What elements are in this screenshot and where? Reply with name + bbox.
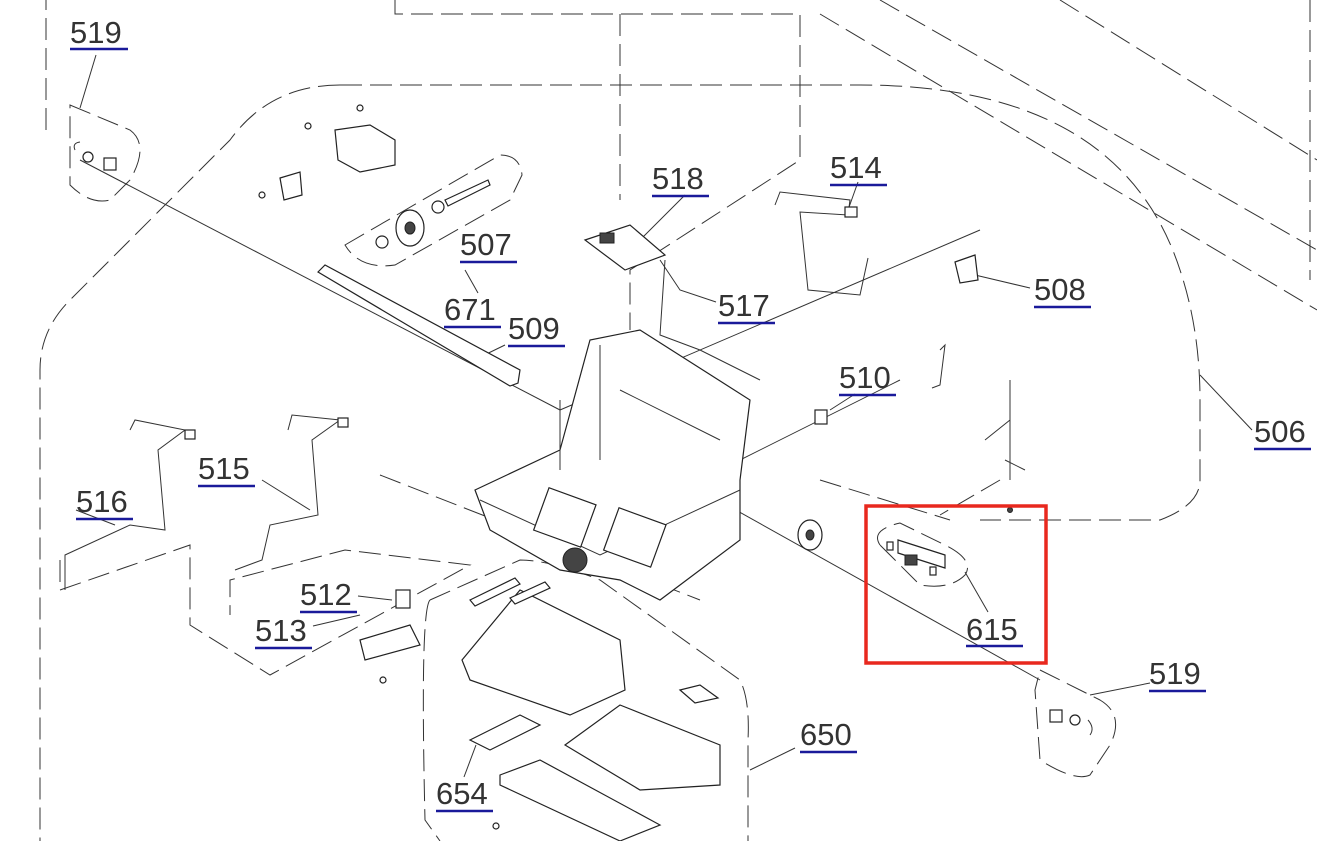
outline-506 bbox=[340, 84, 1201, 521]
outline-615 bbox=[877, 522, 968, 587]
svg-text:513[interactable]: 513 bbox=[255, 613, 307, 648]
svg-text:519[interactable]: 519 bbox=[1149, 656, 1201, 691]
svg-text:514[interactable]: 514 bbox=[830, 150, 882, 185]
outline-519-bottom bbox=[1034, 669, 1117, 778]
svg-text:508[interactable]: 508 bbox=[1034, 272, 1086, 307]
callout-517[interactable]: 517 bbox=[718, 288, 775, 325]
callout-508[interactable]: 508 bbox=[1034, 272, 1091, 309]
callout-512[interactable]: 512 bbox=[300, 577, 357, 614]
svg-text:519[interactable]: 519 bbox=[70, 15, 122, 50]
callout-519-bottom[interactable]: 519 bbox=[1149, 656, 1206, 693]
svg-text:512[interactable]: 512 bbox=[300, 577, 352, 612]
svg-text:506[interactable]: 506 bbox=[1254, 414, 1306, 449]
callout-671[interactable]: 671 bbox=[444, 292, 501, 329]
outline-519-top bbox=[69, 104, 141, 202]
svg-text:671[interactable]: 671 bbox=[444, 292, 496, 327]
callout-507[interactable]: 507 bbox=[460, 227, 517, 264]
svg-text:507[interactable]: 507 bbox=[460, 227, 512, 262]
outline-650 bbox=[429, 559, 749, 841]
callout-510[interactable]: 510 bbox=[839, 360, 896, 397]
bracket-part bbox=[334, 124, 396, 173]
svg-text:510[interactable]: 510 bbox=[839, 360, 891, 395]
parts bbox=[64, 104, 1093, 841]
callout-515[interactable]: 515 bbox=[198, 451, 255, 488]
callout-654[interactable]: 654 bbox=[436, 776, 493, 813]
svg-text:515[interactable]: 515 bbox=[198, 451, 250, 486]
callout-519-top[interactable]: 519 bbox=[70, 15, 128, 51]
tray-part bbox=[461, 589, 626, 716]
svg-text:615[interactable]: 615 bbox=[966, 612, 1018, 647]
svg-text:517[interactable]: 517 bbox=[718, 288, 770, 323]
callout-518[interactable]: 518 bbox=[652, 161, 709, 198]
callout-513[interactable]: 513 bbox=[255, 613, 312, 650]
svg-text:654[interactable]: 654 bbox=[436, 776, 488, 811]
callout-514[interactable]: 514 bbox=[830, 150, 887, 187]
callout-labels: 519 507 518 514 508 517 671 509 510 506 … bbox=[70, 15, 1311, 813]
svg-text:650[interactable]: 650 bbox=[800, 717, 852, 752]
callout-650[interactable]: 650 bbox=[800, 717, 857, 754]
callout-615[interactable]: 615 bbox=[966, 612, 1023, 648]
highlight-box-615 bbox=[864, 504, 1048, 665]
rail-part bbox=[317, 264, 521, 387]
svg-text:516[interactable]: 516 bbox=[76, 484, 128, 519]
callout-509[interactable]: 509 bbox=[508, 311, 565, 348]
callout-516[interactable]: 516 bbox=[76, 484, 133, 521]
outline-507 bbox=[344, 154, 523, 267]
svg-text:518[interactable]: 518 bbox=[652, 161, 704, 196]
callout-506[interactable]: 506 bbox=[1254, 414, 1311, 451]
svg-text:509[interactable]: 509 bbox=[508, 311, 560, 346]
outline-main-left bbox=[39, 84, 341, 841]
